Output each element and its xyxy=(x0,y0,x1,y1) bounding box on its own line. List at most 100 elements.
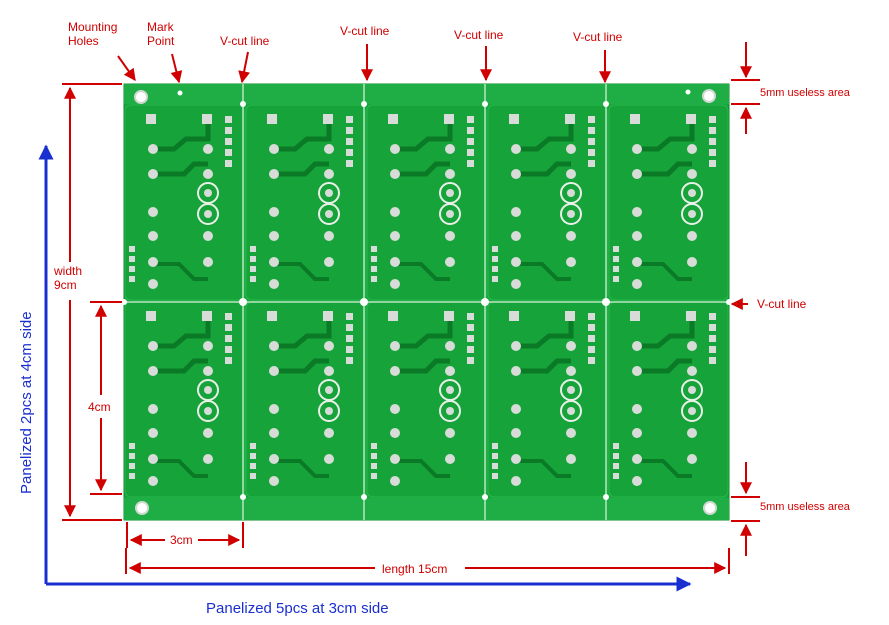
useless-area-bottom-label: 5mm useless area xyxy=(760,501,850,513)
vcut-junctions xyxy=(121,101,732,500)
pcb-pad xyxy=(632,366,642,376)
silkscreen-circle xyxy=(681,203,703,225)
pcb-pad xyxy=(565,311,575,321)
pcb-pad xyxy=(511,169,521,179)
pcb-pad xyxy=(146,114,156,124)
pcb-pad xyxy=(390,231,400,241)
pcb-pad xyxy=(390,454,400,464)
pcb-pad xyxy=(346,138,353,145)
pcb-pad xyxy=(588,127,595,134)
pcb-pad xyxy=(324,144,334,154)
pcb-pad xyxy=(390,366,400,376)
pcb-board-grid xyxy=(124,104,729,498)
pcb-pad xyxy=(203,231,213,241)
pcb-pad xyxy=(492,463,498,469)
pcb-pad xyxy=(250,266,256,272)
pcb-pad xyxy=(129,256,135,262)
pcb-pad xyxy=(371,463,377,469)
pcb-pad xyxy=(225,346,232,353)
pcb-pad xyxy=(467,127,474,134)
pcb-pad xyxy=(445,454,455,464)
pcb-board-cell xyxy=(366,104,487,301)
silkscreen-circle xyxy=(197,400,219,422)
pcb-board-cell xyxy=(487,301,608,498)
pcb-pad xyxy=(687,341,697,351)
pcb-pad xyxy=(346,149,353,156)
pcb-pad xyxy=(203,341,213,351)
pcb-pad xyxy=(225,127,232,134)
pcb-pad xyxy=(467,313,474,320)
pcb-pad xyxy=(588,313,595,320)
mark-point-right xyxy=(685,89,691,95)
pcb-pad xyxy=(371,443,377,449)
pcb-pad xyxy=(390,169,400,179)
pcb-pad xyxy=(390,341,400,351)
pcb-pad xyxy=(686,114,696,124)
pcb-pad xyxy=(269,207,279,217)
pcb-pad xyxy=(467,138,474,145)
pcb-pad xyxy=(511,341,521,351)
pcb-pad xyxy=(129,443,135,449)
pcb-board-cell xyxy=(245,104,366,301)
board-width-label: 3cm xyxy=(168,533,195,548)
pcb-pad xyxy=(129,473,135,479)
pcb-pad xyxy=(269,231,279,241)
pcb-pad xyxy=(202,114,212,124)
mounting-holes-label: Mounting Holes xyxy=(68,20,117,49)
pcb-pad xyxy=(346,127,353,134)
pcb-pad xyxy=(148,428,158,438)
pcb-pad xyxy=(492,473,498,479)
pcb-pad xyxy=(632,231,642,241)
pcb-pad xyxy=(269,476,279,486)
pcb-pad xyxy=(588,116,595,123)
pcb-pad xyxy=(203,169,213,179)
silkscreen-circle xyxy=(318,400,340,422)
pcb-board-cell xyxy=(124,301,245,498)
pcb-pad xyxy=(709,127,716,134)
pcb-pad xyxy=(687,428,697,438)
pcb-pad xyxy=(324,231,334,241)
pcb-pad xyxy=(687,454,697,464)
pcb-pad xyxy=(148,144,158,154)
pcb-pad xyxy=(203,454,213,464)
pcb-pad xyxy=(511,404,521,414)
width-label: width 9cm xyxy=(52,264,85,293)
pcb-pad xyxy=(445,144,455,154)
silkscreen-circle xyxy=(439,203,461,225)
pcb-pad xyxy=(250,256,256,262)
pcb-pad xyxy=(388,311,398,321)
pcb-board-cell xyxy=(487,104,608,301)
pcb-pad xyxy=(709,138,716,145)
pcb-pad xyxy=(492,453,498,459)
silkscreen-circle xyxy=(318,203,340,225)
pcb-pad xyxy=(202,311,212,321)
pcb-pad xyxy=(203,366,213,376)
pcb-pad xyxy=(565,114,575,124)
useless-area-top-label: 5mm useless area xyxy=(760,87,850,99)
pcb-pad xyxy=(511,366,521,376)
board-height-label: 4cm xyxy=(86,400,113,415)
vcut-label-2: V-cut line xyxy=(340,24,390,38)
pcb-pad xyxy=(588,357,595,364)
pcb-pad xyxy=(346,116,353,123)
silkscreen-circle xyxy=(681,400,703,422)
pcb-pad xyxy=(492,256,498,262)
pcb-pad xyxy=(492,276,498,282)
width-label-line2: 9cm xyxy=(54,278,77,293)
vcut-arrow-1 xyxy=(238,51,251,84)
pcb-pad xyxy=(225,357,232,364)
pcb-pad xyxy=(129,453,135,459)
pcb-pad xyxy=(203,257,213,267)
pcb-pad xyxy=(588,160,595,167)
pcb-pad xyxy=(250,246,256,252)
pcb-pad xyxy=(632,279,642,289)
pcb-pad xyxy=(371,453,377,459)
pcb-board-cell xyxy=(245,301,366,498)
pcb-pad xyxy=(687,366,697,376)
pcb-pad xyxy=(709,335,716,342)
pcb-pad xyxy=(613,276,619,282)
pcb-pad xyxy=(709,324,716,331)
pcb-pad xyxy=(371,473,377,479)
pcb-pad xyxy=(269,279,279,289)
pcb-pad xyxy=(371,276,377,282)
